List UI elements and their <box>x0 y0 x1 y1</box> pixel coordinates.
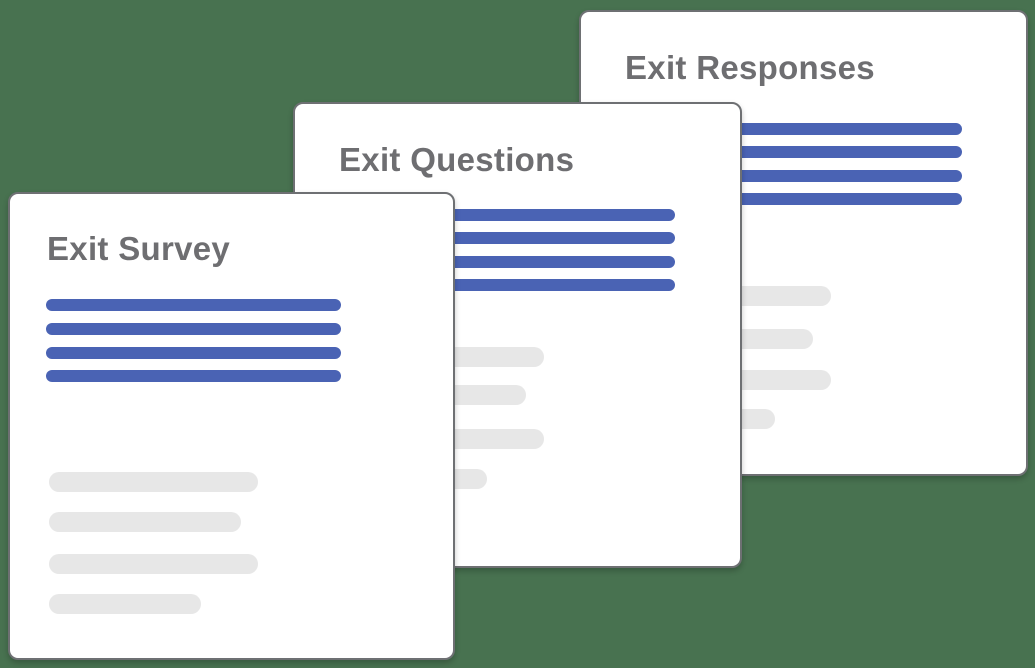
card-exit-survey: Exit Survey <box>8 192 455 660</box>
text-line-bar-blue <box>46 370 341 382</box>
placeholder-bar-gray <box>49 472 258 492</box>
placeholder-bar-gray <box>49 554 258 574</box>
card-title-exit-survey: Exit Survey <box>47 230 231 267</box>
card-title-exit-responses: Exit Responses <box>625 49 875 86</box>
placeholder-bar-gray <box>49 594 201 614</box>
card-title-exit-questions: Exit Questions <box>339 141 575 178</box>
text-line-bar-blue <box>46 323 341 335</box>
placeholder-bar-gray <box>49 512 241 532</box>
text-line-bar-blue <box>46 347 341 359</box>
text-line-bar-blue <box>46 299 341 311</box>
